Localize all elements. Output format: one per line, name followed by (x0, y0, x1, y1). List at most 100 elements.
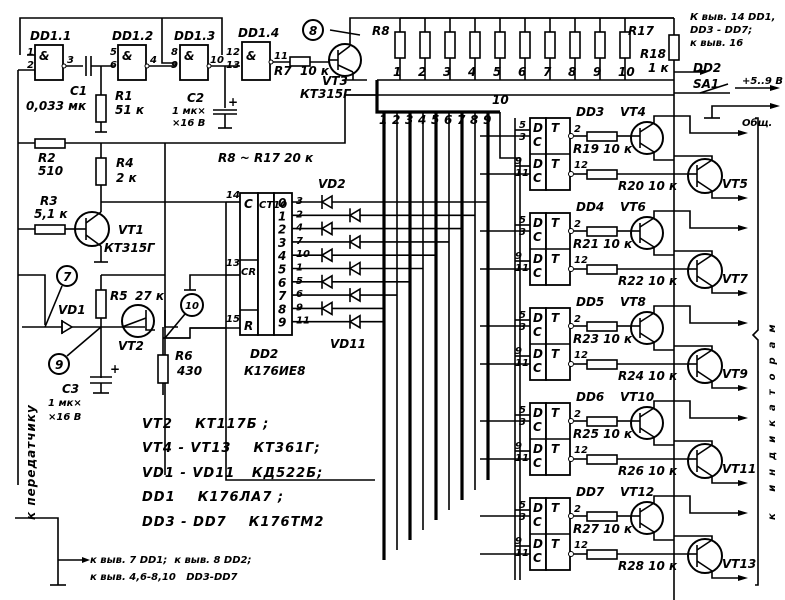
svg-text:9: 9 (55, 358, 63, 372)
svg-text:5: 5 (519, 310, 526, 321)
svg-text:7: 7 (63, 270, 72, 284)
resistor-label: R23 10 к (573, 332, 633, 346)
svg-text:C: C (533, 551, 542, 565)
resistor (586, 454, 618, 465)
svg-text:5: 5 (110, 47, 117, 58)
svg-text:D: D (533, 501, 543, 515)
dd2-title: СТ10 (259, 200, 287, 211)
svg-text:12: 12 (574, 350, 588, 361)
diode (320, 221, 333, 237)
svg-text:&: & (122, 49, 132, 63)
diode (320, 274, 333, 290)
resistor-r1 (95, 94, 107, 123)
resistor-array-number: 10 (618, 65, 635, 79)
bus-number: 8 (470, 113, 478, 127)
svg-text:2: 2 (574, 124, 581, 135)
vd11-label: VD11 (330, 337, 366, 351)
resistor-array-number: 7 (543, 65, 552, 79)
resistor-array-number: 3 (443, 65, 451, 79)
resistor-array-number: 6 (518, 65, 526, 79)
dd2-output-label: 4 (277, 249, 286, 263)
dd2-cr-label: CR (241, 267, 256, 278)
resistor-array-element (569, 31, 581, 59)
supply-voltage: +5..9 В (742, 76, 783, 87)
trigger-name: DD5 (576, 295, 604, 309)
svg-text:T: T (551, 216, 560, 230)
c3-label: C3 (62, 382, 79, 396)
svg-text:T: T (551, 406, 560, 420)
r7-value: 10 к (300, 64, 330, 78)
diode (348, 207, 361, 223)
resistor-array-element (444, 31, 456, 59)
dd2-output-label: 1 (278, 209, 286, 223)
bus-number: 6 (444, 113, 452, 127)
svg-text:C: C (533, 420, 542, 434)
dd2-r-label: R (244, 319, 253, 333)
transistor-label: VT11 (722, 462, 756, 476)
transistor-label: VT13 (722, 557, 756, 571)
resistor-r18 (668, 34, 680, 61)
bus-number: 2 (392, 113, 400, 127)
r4-value: 2 к (116, 171, 138, 185)
svg-text:2: 2 (574, 409, 581, 420)
svg-text:9: 9 (515, 156, 522, 167)
c1-value: 0,033 мк (26, 99, 87, 113)
svg-text:C: C (533, 266, 542, 280)
svg-text:8: 8 (309, 24, 317, 38)
test-point-7: 7 (44, 265, 78, 328)
resistor-label: R20 10 к (618, 179, 678, 193)
power-note-3: к выв. 16 (690, 38, 743, 49)
diode (348, 234, 361, 250)
svg-text:5: 5 (519, 500, 526, 511)
transistor-vt8 (630, 311, 664, 345)
svg-text:2: 2 (574, 219, 581, 230)
diode (348, 314, 361, 330)
svg-text:3: 3 (519, 322, 526, 333)
transistor-label: VT12 (620, 485, 654, 499)
svg-text:3: 3 (519, 132, 526, 143)
resistor-label: R21 10 к (573, 237, 633, 251)
resistor-r7 (289, 56, 311, 67)
trigger-name: DD7 (576, 485, 605, 499)
transistor-vt3 (328, 43, 362, 77)
resistor-r2 (34, 138, 66, 149)
bus-number: 4 (417, 113, 426, 127)
svg-text:12: 12 (574, 160, 588, 171)
svg-text:D: D (533, 537, 543, 551)
transistor-label: VT7 (722, 272, 748, 286)
resistor (586, 321, 618, 332)
test-point-10: 10 (164, 293, 204, 339)
svg-text:T: T (551, 157, 560, 171)
transistor-label: VT9 (722, 367, 748, 381)
dd2-output-label: 5 (278, 263, 286, 277)
svg-text:VD1 - VD11 КД522Б;: VD1 - VD11 КД522Б; (142, 466, 323, 481)
svg-text:+: + (228, 95, 238, 109)
svg-text:C: C (533, 135, 542, 149)
svg-text:D: D (533, 121, 543, 135)
resistor-array-element (419, 31, 431, 59)
svg-text:9: 9 (515, 251, 522, 262)
r7-label: R7 (274, 64, 292, 78)
resistor-r6 (157, 354, 169, 384)
svg-text:1: 1 (27, 47, 34, 58)
svg-text:5: 5 (519, 405, 526, 416)
transistor-vt5 (687, 158, 723, 194)
ground-label: Общ. (742, 117, 772, 129)
diode (348, 287, 361, 303)
svg-text:&: & (184, 49, 194, 63)
resistor-array-number: 4 (467, 65, 476, 79)
transistor-vt2 (121, 304, 155, 338)
dd2-output-label: 7 (278, 289, 287, 303)
svg-text:D: D (533, 311, 543, 325)
c3-value1: 1 мк× (48, 398, 82, 409)
resistor (586, 264, 618, 275)
svg-text:C: C (533, 325, 542, 339)
svg-text:DD1 К176ЛА7 ;: DD1 К176ЛА7 ; (142, 490, 284, 505)
r8-label: R8 (372, 24, 390, 38)
resistor-array-number: 5 (493, 65, 501, 79)
power-note-4: DD2 (693, 61, 721, 75)
power-note-2: DD3 - DD7; (690, 25, 752, 36)
